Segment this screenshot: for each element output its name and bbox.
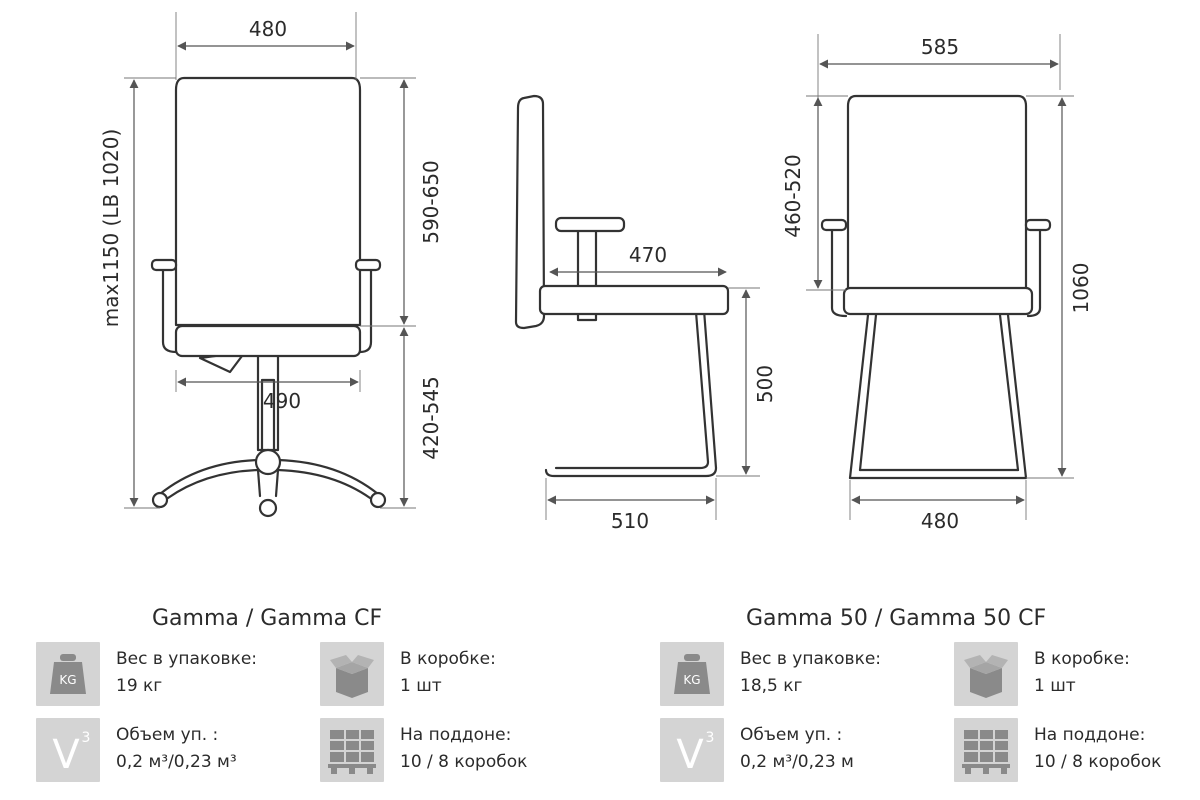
visitor-chair-front: [820, 94, 1052, 480]
weight-label: Вес в упаковке:: [740, 649, 882, 669]
svg-text:V: V: [676, 732, 704, 776]
box-item: В коробке: 1 шт: [320, 642, 580, 706]
dim-side-depth: 510: [611, 509, 649, 533]
spec-title: Gamma / Gamma CF: [152, 606, 383, 631]
dim-side-seat-height: 500: [753, 365, 777, 403]
pallet-icon: [954, 718, 1018, 782]
dim-front-width: 480: [249, 17, 287, 41]
box-label: В коробке:: [400, 649, 496, 669]
box-value: 1 шт: [400, 676, 442, 696]
volume-v3-icon: V 3: [660, 718, 724, 782]
volume-value: 0,2 м³/0,23 м³: [116, 752, 237, 772]
dim-visitor-seat-width: 480: [921, 509, 959, 533]
visitor-chair-side: [514, 94, 730, 478]
box-item: В коробке: 1 шт: [954, 642, 1200, 706]
pallet-label: На поддоне:: [400, 725, 512, 745]
pallet-item: На поддоне: 10 / 8 коробок: [320, 718, 580, 782]
weight-label: Вес в упаковке:: [116, 649, 258, 669]
dim-side-armrest: 470: [629, 243, 667, 267]
weight-kg-icon: KG: [36, 642, 100, 706]
pallet-icon: [320, 718, 384, 782]
dim-total-height: max1150 (LB 1020): [99, 129, 123, 328]
weight-kg-icon: KG: [660, 642, 724, 706]
dim-seat-height-range: 420-545: [419, 376, 443, 460]
volume-label: Объем уп. :: [116, 725, 219, 745]
pallet-value: 10 / 8 коробок: [1034, 752, 1162, 772]
pallet-label: На поддоне:: [1034, 725, 1146, 745]
dim-base-diameter: 490: [263, 389, 301, 413]
dim-visitor-back: 460-520: [781, 154, 805, 238]
svg-text:KG: KG: [683, 673, 700, 687]
weight-item: KG Вес в упаковке: 18,5 кг: [660, 642, 920, 706]
box-icon: [320, 642, 384, 706]
volume-v3-icon: V 3: [36, 718, 100, 782]
pallet-value: 10 / 8 коробок: [400, 752, 528, 772]
svg-text:KG: KG: [59, 673, 76, 687]
box-value: 1 шт: [1034, 676, 1076, 696]
chair-dimension-drawing: 480 max1150 (LB 1020) 590-650 420-545 49…: [99, 12, 1093, 533]
spec-block-gamma-50: Gamma 50 / Gamma 50 CF KG Вес в упаковке…: [660, 0, 1200, 800]
weight-item: KG Вес в упаковке: 19 кг: [36, 642, 296, 706]
volume-item: V 3 Объем уп. : 0,2 м³/0,23 м: [660, 718, 920, 782]
weight-value: 18,5 кг: [740, 676, 803, 696]
volume-item: V 3 Объем уп. : 0,2 м³/0,23 м³: [36, 718, 296, 782]
dim-back-height: 590-650: [419, 160, 443, 244]
svg-text:3: 3: [82, 730, 91, 746]
pallet-item: На поддоне: 10 / 8 коробок: [954, 718, 1200, 782]
volume-label: Объем уп. :: [740, 725, 843, 745]
svg-text:3: 3: [706, 730, 715, 746]
weight-value: 19 кг: [116, 676, 163, 696]
box-icon: [954, 642, 1018, 706]
volume-value: 0,2 м³/0,23 м: [740, 752, 854, 772]
dim-visitor-total: 1060: [1069, 263, 1093, 314]
office-chair-front: [150, 76, 387, 518]
box-label: В коробке:: [1034, 649, 1130, 669]
dimension-lines: [124, 12, 1074, 520]
svg-text:V: V: [52, 732, 80, 776]
spec-title: Gamma 50 / Gamma 50 CF: [746, 606, 1047, 631]
spec-block-gamma: Gamma / Gamma CF KG Вес в упаковке: 19 к…: [36, 0, 596, 800]
dim-visitor-width: 585: [921, 35, 959, 59]
